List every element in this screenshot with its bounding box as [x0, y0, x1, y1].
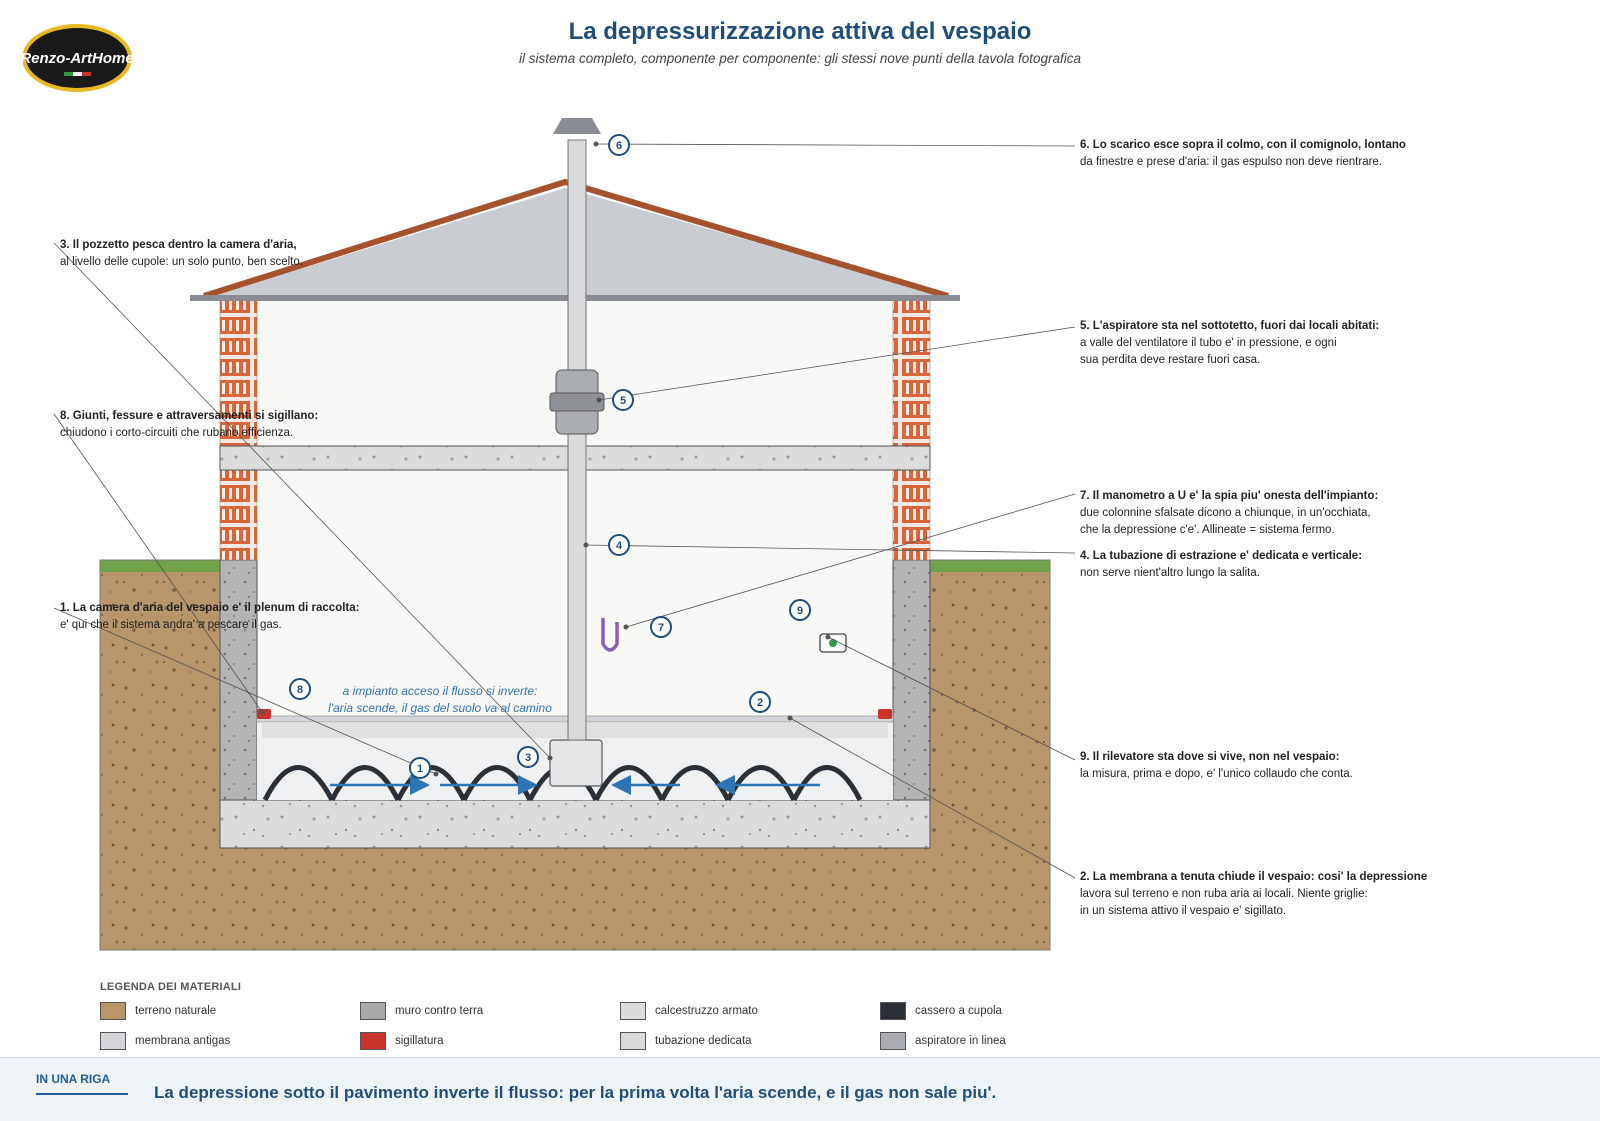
legend-swatch: [880, 1032, 906, 1050]
brick-wall-left: [219, 299, 258, 561]
flow-note-line1: a impianto acceso il flusso si inverte:: [343, 684, 538, 698]
basement-wall-left: [219, 559, 258, 801]
legend-item-fan: aspiratore in linea: [880, 1032, 1006, 1050]
marker-5: 5: [612, 389, 634, 411]
legend-item-seal: sigillatura: [360, 1032, 444, 1050]
leader-lines: [53, 143, 1076, 879]
legend-swatch: [100, 1002, 126, 1020]
svg-text:Renzo-ArtHome: Renzo-ArtHome: [20, 50, 133, 67]
legend-item-membrane: membrana antigas: [100, 1032, 230, 1050]
callout-markers: 6 5 4 7 9 8 2 3 1: [289, 134, 811, 779]
foundation-slab: [219, 799, 931, 849]
u-manometer: [601, 618, 619, 652]
suction-pit: [549, 739, 603, 787]
chimney-cap: [553, 118, 601, 134]
legend-swatch: [880, 1002, 906, 1020]
note-5: 5. L'aspiratore sta nel sottotetto, fuor…: [1080, 320, 1380, 366]
marker-2: 2: [749, 691, 771, 713]
note-8: 8. Giunti, fessure e attraversamenti si …: [60, 410, 319, 439]
note-3: 3. Il pozzetto pesca dentro la camera d'…: [60, 239, 303, 268]
legend-swatch: [100, 1032, 126, 1050]
legend-item-dome: cassero a cupola: [880, 1002, 1002, 1020]
note-7: 7. Il manometro a U e' la spia piu' ones…: [1080, 490, 1379, 536]
legend-item-concrete: calcestruzzo armato: [620, 1002, 758, 1020]
svg-text:7: 7: [658, 622, 664, 634]
svg-text:8: 8: [297, 684, 303, 696]
marker-1: 1: [409, 757, 431, 779]
marker-4: 4: [608, 534, 630, 556]
note-1: 1. La camera d'aria del vespaio e' il pl…: [60, 602, 360, 631]
flow-note-line2: l'aria scende, il gas del suolo va al ca…: [328, 701, 552, 715]
note-9: 9. Il rilevatore sta dove si vive, non n…: [1080, 751, 1353, 780]
svg-text:9: 9: [797, 605, 803, 617]
note-4: 4. La tubazione di estrazione e' dedicat…: [1080, 550, 1363, 579]
brick-wall-right: [892, 299, 931, 561]
summary-text: La depressione sotto il pavimento invert…: [154, 1083, 997, 1102]
marker-3: 3: [517, 746, 539, 768]
legend-swatch: [620, 1032, 646, 1050]
note-6: 6. Lo scarico esce sopra il colmo, con i…: [1080, 139, 1406, 168]
marker-7: 7: [650, 616, 672, 638]
page-title: La depressurizzazione attiva del vespaio: [568, 18, 1032, 45]
svg-text:5: 5: [620, 395, 626, 407]
marker-6: 6: [608, 134, 630, 156]
roof-edge: [203, 178, 949, 299]
ground-below: [100, 848, 1050, 950]
svg-text:4: 4: [616, 540, 623, 552]
legend-swatch: [360, 1002, 386, 1020]
extraction-pipe: [567, 139, 587, 741]
legend-title: LEGENDA DEI MATERIALI: [100, 981, 242, 993]
legend-swatch: [620, 1002, 646, 1020]
page-subtitle: il sistema completo, componente per comp…: [518, 51, 1082, 66]
marker-9: 9: [789, 599, 811, 621]
legend-item-pipe: tubazione dedicata: [620, 1032, 752, 1050]
marker-8: 8: [289, 678, 311, 700]
summary-footer: IN UNA RIGA La depressione sotto il pavi…: [0, 1057, 1600, 1121]
svg-text:6: 6: [616, 140, 622, 152]
renzo-arthome-logo: Renzo-ArtHome: [20, 24, 134, 92]
note-2: 2. La membrana a tenuta chiude il vespai…: [1080, 871, 1428, 917]
grass-right: [930, 560, 1050, 572]
leader-dots: [259, 141, 831, 777]
svg-text:1: 1: [417, 763, 423, 775]
inline-fan-band: [549, 392, 605, 412]
svg-text:3: 3: [525, 752, 531, 764]
seal-right: [878, 709, 892, 719]
legend-swatch: [360, 1032, 386, 1050]
legend-item-soil: terreno naturale: [100, 1002, 216, 1020]
legend-item-wall: muro contro terra: [360, 1002, 483, 1020]
summary-tag: IN UNA RIGA: [36, 1072, 128, 1095]
basement-wall-right: [892, 559, 931, 801]
svg-text:2: 2: [757, 697, 763, 709]
